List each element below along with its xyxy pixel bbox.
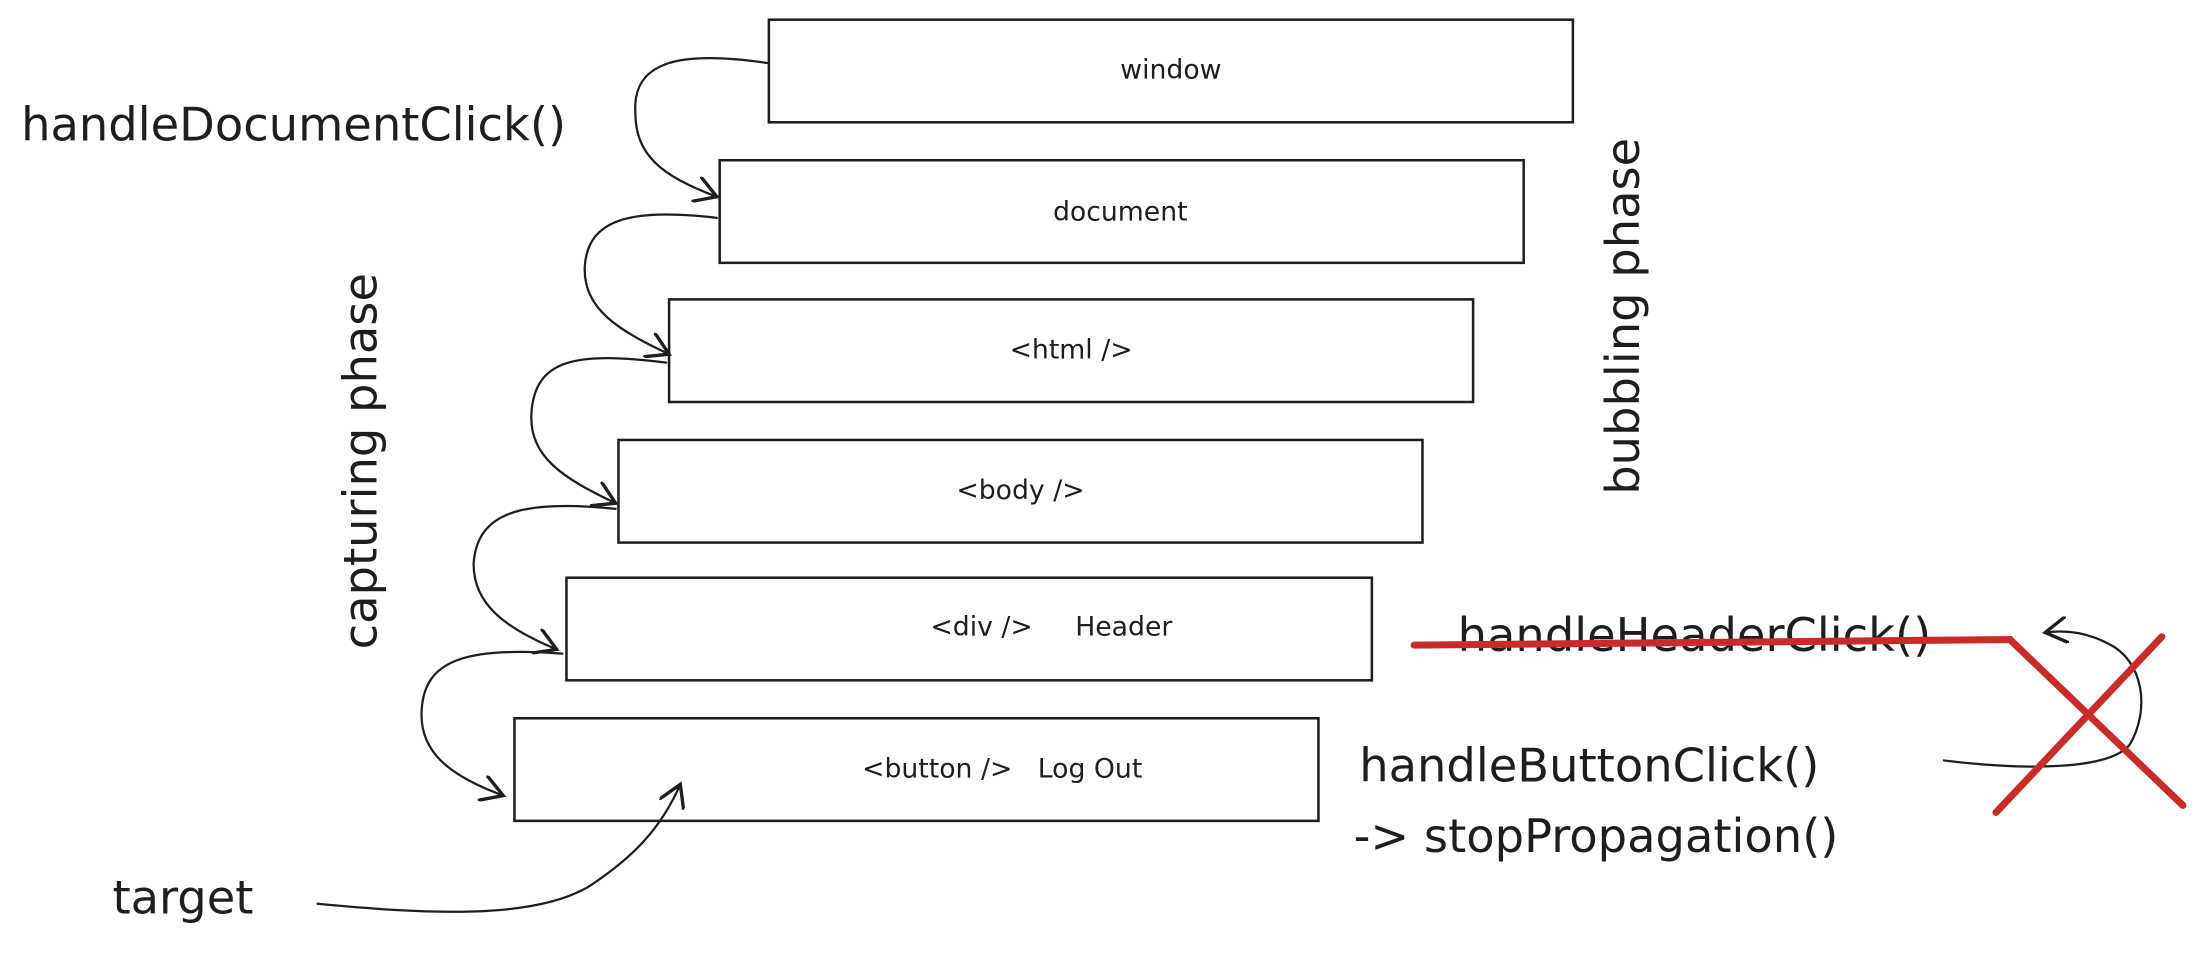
box-body: <body /> [617, 438, 1424, 544]
cross-mark [1992, 633, 2166, 816]
box-button-logout: <button /> Log Out [513, 716, 1320, 823]
stop-propagation-label: -> stopPropagation() [1354, 809, 1839, 863]
box-label: document [1053, 197, 1188, 228]
box-html: <html /> [667, 298, 1475, 404]
strikethrough-line [1410, 636, 2187, 809]
box-label: <html /> [1010, 334, 1133, 365]
box-label: window [1120, 55, 1221, 86]
box-label: <button /> Log Out [862, 753, 1142, 784]
capturing-phase-label: capturing phase [334, 273, 388, 649]
capture-arrow-1 [634, 57, 770, 197]
capture-arrow-5 [420, 650, 564, 796]
target-arrow [316, 784, 681, 913]
bubble-arrow [1942, 632, 2143, 768]
capture-arrow-3 [530, 357, 668, 503]
handle-header-click-label: handleHeaderClick() [1458, 608, 1932, 662]
capture-arrow-4 [472, 504, 617, 650]
capture-arrow-2 [583, 213, 718, 354]
box-label: <div /> Header [930, 611, 1172, 642]
box-div-header: <div /> Header [565, 576, 1374, 682]
target-label: target [112, 871, 253, 925]
box-document: document [718, 158, 1525, 265]
box-window: window [767, 18, 1575, 124]
box-label: <body /> [956, 475, 1084, 506]
bubbling-phase-label: bubbling phase [1596, 138, 1650, 495]
handle-document-click-label: handleDocumentClick() [21, 98, 566, 152]
handle-button-click-label: handleButtonClick() [1359, 739, 1819, 793]
